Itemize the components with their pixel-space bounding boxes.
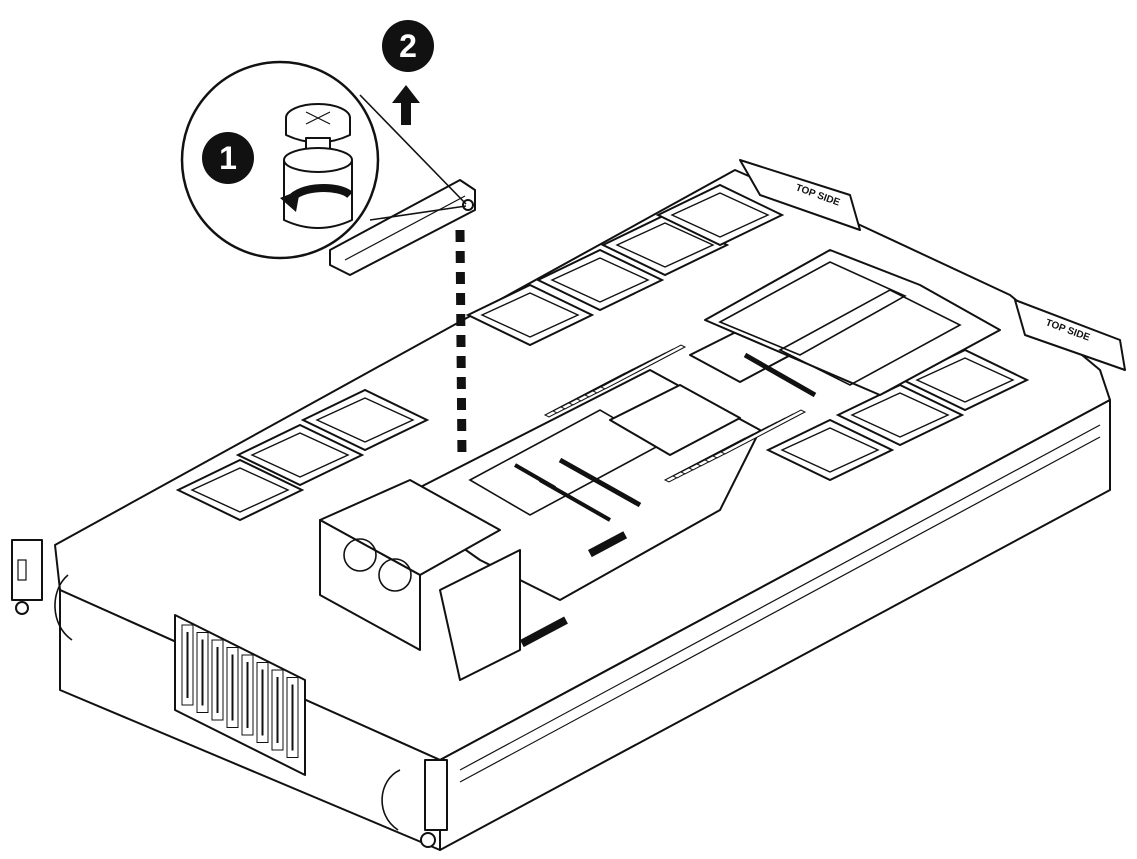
step-badge-2-circle [382, 20, 434, 72]
front-screw-left [15, 601, 29, 615]
thumbscrew-body-top [283, 147, 353, 173]
rear-tab-right: TOP SIDE [1014, 299, 1126, 371]
fan-left-3 [465, 283, 595, 347]
rear-tab-right-shape [1014, 299, 1126, 371]
up-arrow-shape [392, 85, 420, 125]
dimm1-module-7 [599, 344, 687, 390]
pcie-slot-1 [558, 457, 642, 508]
front-screw-right [420, 832, 436, 848]
drive-bays [181, 624, 299, 758]
fan-module-front [319, 519, 421, 651]
fan-left-opening [190, 467, 290, 513]
fan-left-4 [535, 248, 665, 312]
front-fan-module [319, 479, 521, 681]
step-number-1: 1 [219, 140, 237, 176]
front-ear-right [424, 759, 448, 831]
zoom-callout [180, 60, 467, 260]
gpu-riser-inner-2 [778, 289, 962, 386]
fan-right-opening [850, 392, 950, 438]
bracket-edge [344, 195, 466, 261]
motherboard [394, 324, 807, 648]
fan-left-opening [250, 432, 350, 478]
dimm-bank-1 [543, 344, 687, 418]
fan-left-opening [615, 222, 715, 268]
gpu-connector [743, 352, 817, 398]
rotate-arrow-head-icon [280, 190, 300, 212]
fan-left-2 [300, 388, 430, 452]
fan-rotor-1 [343, 538, 377, 572]
thumbscrew-cross [305, 111, 331, 125]
fan-left-opening [315, 397, 415, 443]
front-handle-right [381, 769, 401, 831]
fan-left-opening [550, 257, 650, 303]
rear-tab-top-shape [739, 159, 861, 231]
up-arrow-icon [392, 85, 420, 125]
dimm-bank-2 [663, 409, 807, 483]
fan-left-6 [655, 183, 785, 247]
gpu-riser-inner [718, 261, 907, 356]
callout-leader-top [359, 94, 467, 205]
fan-left-1 [235, 423, 365, 487]
step-badge-1-circle [202, 132, 254, 184]
connector-m2 [588, 531, 628, 558]
psu-cage [704, 249, 1001, 398]
front-ear-led [17, 559, 27, 581]
fan-right-opening [915, 357, 1015, 403]
fan-right-opening [780, 427, 880, 473]
fan-rotor-2 [378, 558, 412, 592]
cpu-socket-1 [609, 384, 741, 456]
connector-front [520, 616, 568, 648]
air-duct [439, 549, 521, 681]
step-number-2: 2 [399, 28, 417, 64]
fan-right-1 [835, 383, 965, 447]
fan-array-left [175, 183, 785, 522]
fan-right-0 [765, 418, 895, 482]
removable-bracket [329, 179, 476, 276]
bracket-shape [329, 179, 476, 276]
fan-left-0 [175, 458, 305, 522]
side-rail-slots [459, 424, 1101, 783]
fan-left-opening [480, 292, 580, 338]
alignment-guide-line [455, 229, 467, 461]
front-ear-left [11, 539, 43, 601]
pcie-slot-3 [514, 463, 556, 490]
gpu-riser-cage [704, 249, 1001, 396]
fan-array-right [765, 348, 1030, 482]
dimm2-module-7 [719, 409, 807, 455]
step-badge-1: 1 [202, 132, 254, 184]
fan-left-opening [670, 192, 770, 238]
callout-leader-bottom [369, 205, 467, 221]
drive-bay-cage [174, 614, 306, 776]
step-badge-2: 2 [382, 20, 434, 72]
front-handle-left [54, 574, 73, 641]
